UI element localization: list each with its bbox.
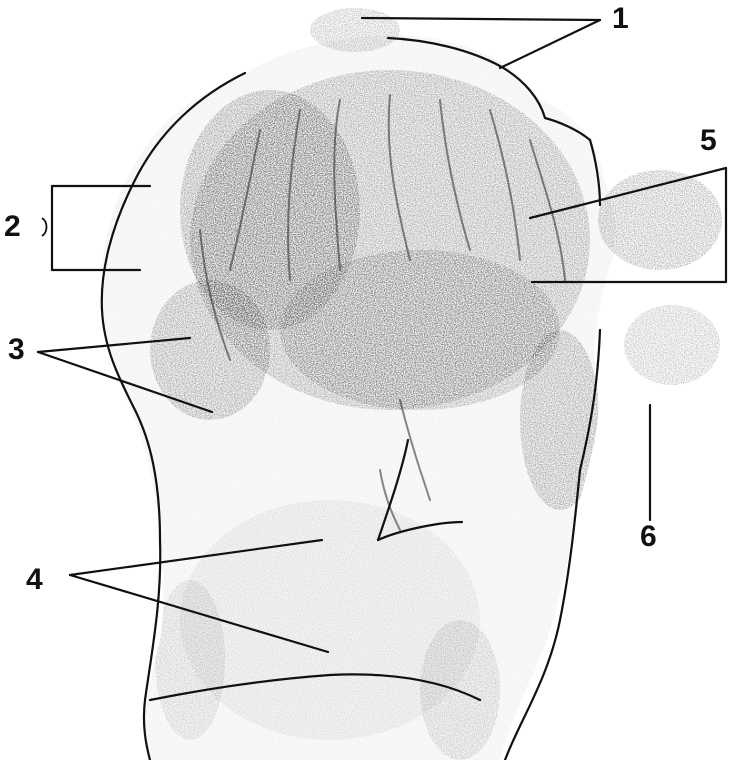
leader-line-1a bbox=[362, 18, 600, 20]
callout-number-5: 5 bbox=[700, 126, 717, 156]
callout-number-3: 3 bbox=[8, 335, 25, 365]
callout-number-2: 2 bbox=[4, 212, 21, 242]
callout-number-4: 4 bbox=[26, 565, 43, 595]
leader-line-1b bbox=[500, 20, 600, 68]
brace-mark-2 bbox=[42, 218, 47, 236]
callout-number-1: 1 bbox=[612, 4, 629, 34]
callout-number-6: 6 bbox=[640, 522, 657, 552]
